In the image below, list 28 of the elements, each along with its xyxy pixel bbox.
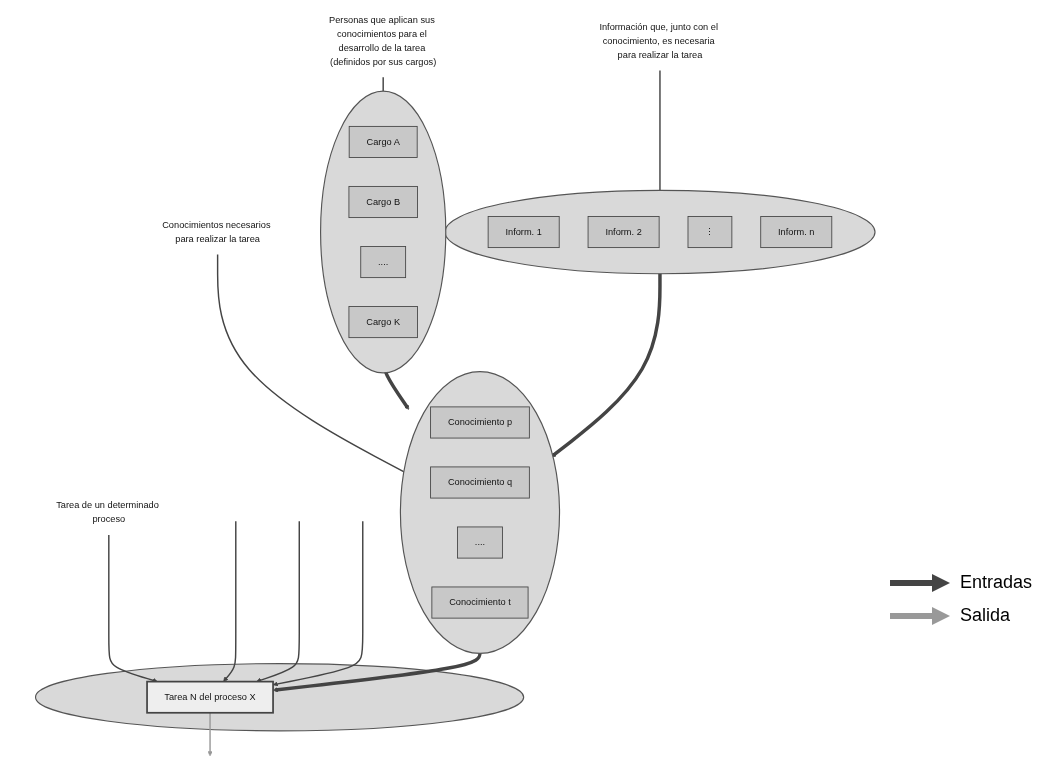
node-text: Información que, junto con el conocimiento, es necesaria para realizar la tarea <box>599 21 718 60</box>
legend-text: Entradas <box>960 572 1033 593</box>
legend-text: Salida <box>960 605 1011 626</box>
node-box: Cargo B <box>348 186 418 219</box>
node-box: ⋮ <box>687 216 733 249</box>
cluster <box>34 663 525 732</box>
arrow <box>272 520 364 687</box>
node-box: Inform. n <box>760 216 833 249</box>
arrow <box>223 520 237 682</box>
node-box: .... <box>360 246 407 279</box>
node-box: Inform. 1 <box>487 216 560 249</box>
node-text: Tarea de un determinado proceso <box>56 500 159 525</box>
node-box: Conocimiento t <box>431 586 529 619</box>
node-box: .... <box>457 526 503 559</box>
cluster <box>399 371 561 654</box>
node-box: Tarea N del proceso X <box>146 680 274 714</box>
node-text: Personas que aplican sus conocimientos para el desarrollo de la tarea (definidos por sus cargos) <box>329 15 437 67</box>
cluster <box>320 90 447 374</box>
arrow <box>256 520 300 683</box>
node-box: Cargo K <box>348 306 418 339</box>
cluster <box>444 189 876 275</box>
node-text: Conocimientos necesarios para realizar la tarea <box>162 219 271 244</box>
node-box: Conocimiento p <box>430 406 530 439</box>
node-box: Inform. 2 <box>587 216 660 249</box>
arrow <box>108 534 158 683</box>
node-box: Conocimiento q <box>430 466 530 499</box>
node-box: Cargo A <box>348 125 418 158</box>
arrow <box>207 712 213 757</box>
